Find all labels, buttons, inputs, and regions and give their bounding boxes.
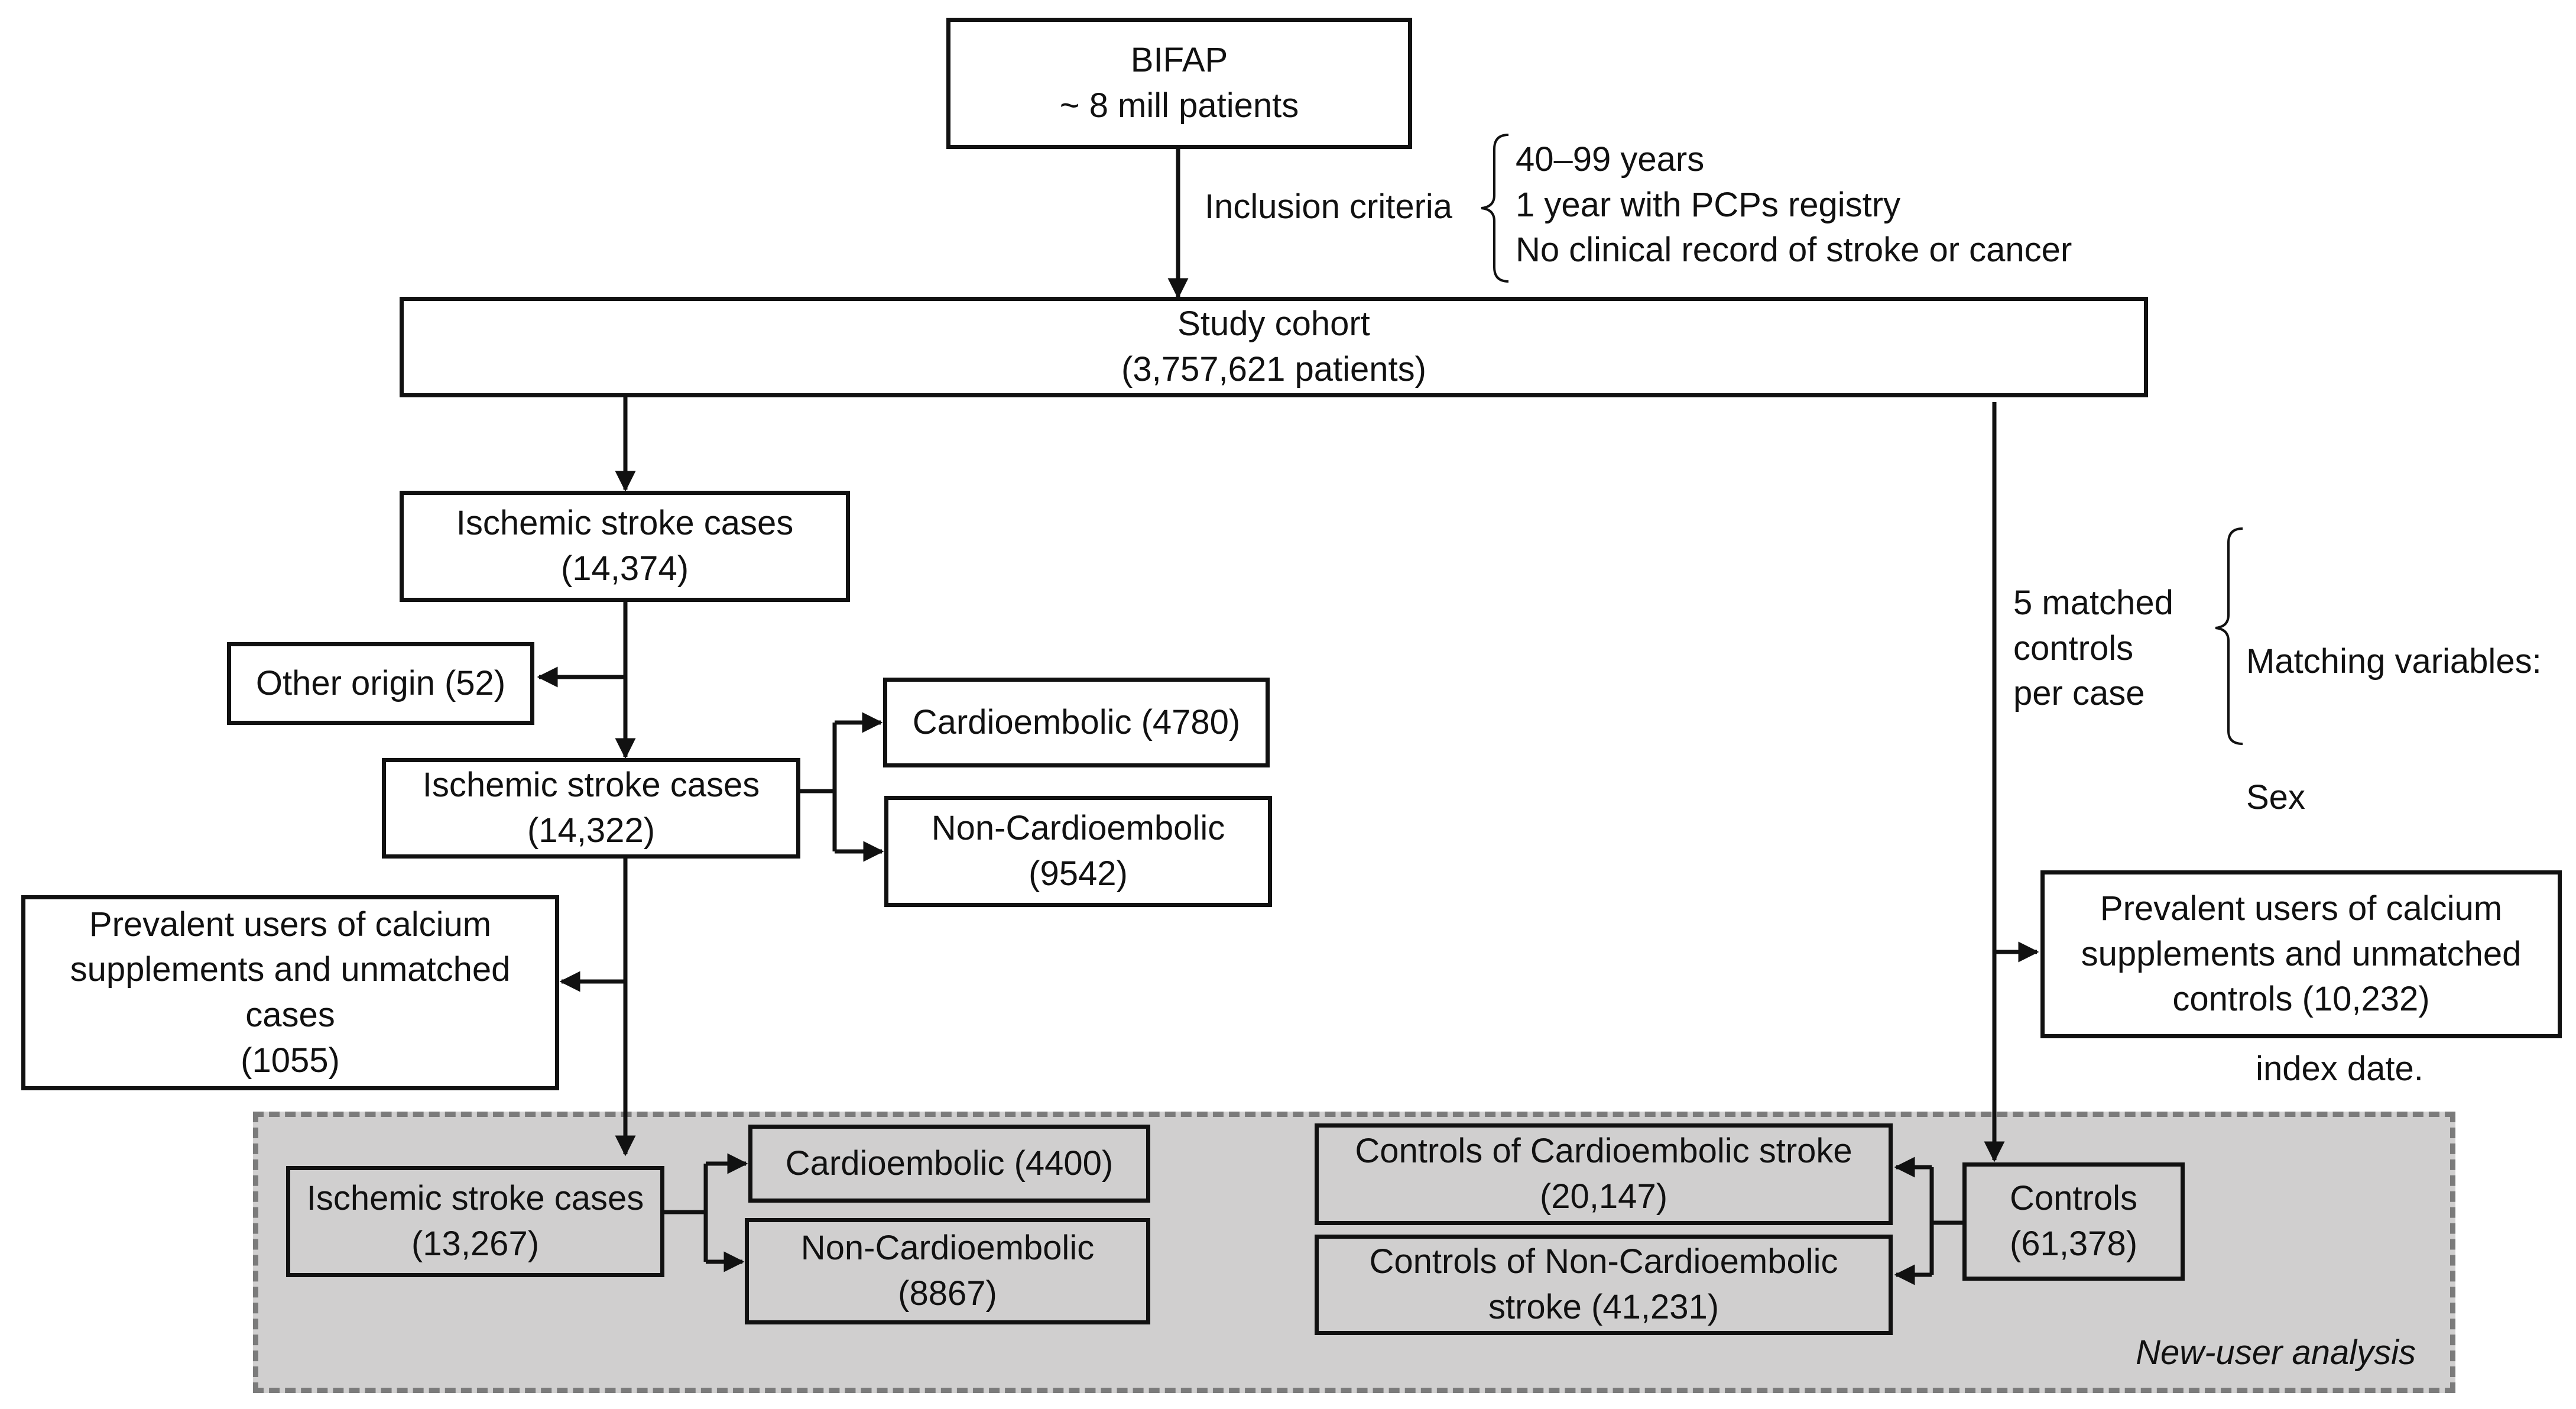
controls-cardioembolic-box: Controls of Cardioembolic stroke (20,147… xyxy=(1315,1123,1893,1225)
other-origin-box: Other origin (52) xyxy=(227,642,534,725)
matching-variables-list: Matching variables: Sex age index date. xyxy=(2246,642,2542,1089)
cardioembolic-box-1: Cardioembolic (4780) xyxy=(883,678,1270,767)
ischemic-stroke-cases-box-2: Ischemic stroke cases (14,322) xyxy=(382,758,800,859)
new-user-non-cardioembolic-box: Non-Cardioembolic (8867) xyxy=(745,1218,1150,1324)
new-user-analysis-caption: New-user analysis xyxy=(2136,1333,2416,1372)
inclusion-criteria-list: 40–99 years 1 year with PCPs registry No… xyxy=(1516,137,2072,273)
criterion-age: 40–99 years xyxy=(1516,140,1705,179)
study-cohort-box: Study cohort (3,757,621 patients) xyxy=(400,297,2148,397)
new-user-controls-box: Controls (61,378) xyxy=(1962,1162,2185,1281)
inclusion-brace xyxy=(1481,134,1509,283)
new-user-cardioembolic-box: Cardioembolic (4400) xyxy=(748,1125,1150,1203)
excluded-controls-box: Prevalent users of calcium supplements a… xyxy=(2040,870,2562,1038)
non-cardioembolic-box-1: Non-Cardioembolic (9542) xyxy=(884,796,1272,907)
inclusion-criteria-label: Inclusion criteria xyxy=(1205,187,1453,226)
new-user-stroke-cases-box: Ischemic stroke cases (13,267) xyxy=(286,1166,664,1277)
bifap-box: BIFAP ~ 8 mill patients xyxy=(946,18,1412,149)
matching-brace xyxy=(2215,527,2243,745)
criterion-no-record: No clinical record of stroke or cancer xyxy=(1516,231,2072,270)
ischemic-stroke-cases-box-1: Ischemic stroke cases (14,374) xyxy=(400,491,850,602)
criterion-registry: 1 year with PCPs registry xyxy=(1516,185,1901,224)
excluded-cases-box: Prevalent users of calcium supplements a… xyxy=(21,895,559,1090)
controls-non-cardioembolic-box: Controls of Non-Cardioembolic stroke (41… xyxy=(1315,1235,1893,1335)
matched-controls-label: 5 matched controls per case xyxy=(2013,584,2173,713)
